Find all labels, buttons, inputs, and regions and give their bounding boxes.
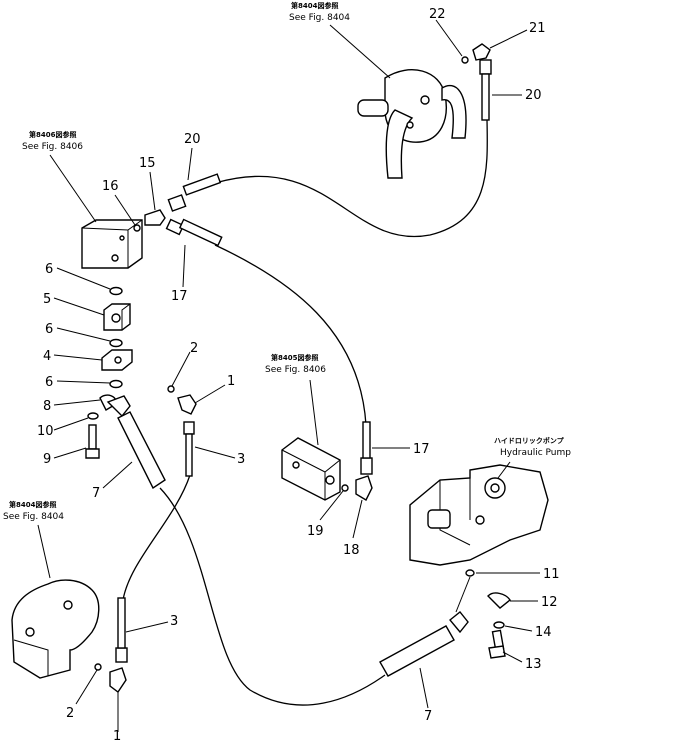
part-number-4: 4 [43, 349, 51, 364]
ref-pump-jp: ハイドロリックポンプ [494, 436, 565, 445]
part-number-12: 12 [541, 595, 558, 610]
ref-left-block-jp: 第8406図参照 [29, 130, 76, 139]
part-number-13: 13 [525, 657, 542, 672]
part-number-6-c: 6 [45, 375, 53, 390]
flange-elbow-7-bottom [379, 611, 469, 677]
part-number-2-bottom: 2 [66, 706, 74, 721]
hose-end-20-left [167, 173, 222, 212]
elbow-1-top [177, 394, 197, 415]
part-number-17-center: 17 [413, 442, 430, 457]
hose-line-20 [214, 119, 488, 238]
part-number-1-bottom: 1 [113, 729, 121, 740]
ref-top-jp: 第8404図参照 [291, 1, 338, 10]
hydraulic-pump [409, 464, 549, 566]
ref-top-en: See Fig. 8404 [289, 13, 350, 23]
part-number-labels: 22 21 20 20 15 16 17 6 5 6 4 6 8 10 9 7 … [37, 7, 560, 740]
part-number-16: 16 [102, 179, 119, 194]
part-number-20-top: 20 [525, 88, 542, 103]
bolt-9 [85, 424, 100, 459]
o-ring-22 [461, 56, 469, 64]
part-number-22: 22 [429, 7, 446, 22]
elbow-18 [355, 475, 373, 501]
part-number-7-bottom: 7 [424, 709, 432, 724]
part-number-11: 11 [543, 567, 560, 582]
fitting-21 [472, 43, 491, 61]
part-number-10: 10 [37, 424, 54, 439]
ref-center-block-en: See Fig. 8406 [265, 365, 326, 375]
elbow-1-bottom [109, 667, 127, 694]
hose-end-3-top [183, 421, 195, 477]
hose-line-17 [214, 244, 367, 426]
hose-end-17-left [165, 218, 223, 247]
pump-housing-top [357, 69, 467, 179]
o-ring-6-b [109, 338, 123, 348]
hose-line-3 [122, 474, 191, 601]
flange-elbow-7-left [106, 395, 166, 490]
ref-left-block-en: See Fig. 8406 [22, 142, 83, 152]
o-ring-19 [341, 484, 349, 492]
ref-center-block-jp: 第8405図参照 [271, 353, 318, 362]
clamp-12 [487, 592, 511, 609]
part-number-7-left: 7 [92, 486, 100, 501]
part-number-18: 18 [343, 543, 360, 558]
part-number-9: 9 [43, 452, 51, 467]
ref-bottom-left-en: See Fig. 8404 [3, 512, 64, 522]
part-number-2-top: 2 [190, 341, 198, 356]
hose-end-20-top [479, 59, 492, 121]
part-number-1-top: 1 [227, 374, 235, 389]
part-number-14: 14 [535, 625, 552, 640]
control-valve-bottom-left [11, 579, 100, 679]
hose-end-17-center [360, 421, 373, 475]
bolt-13 [488, 629, 506, 659]
part-number-19: 19 [307, 524, 324, 539]
leader-lines [37, 19, 540, 732]
ref-pump-en: Hydraulic Pump [500, 448, 571, 458]
valve-block-left [81, 219, 143, 269]
adapter-5 [103, 303, 131, 331]
o-ring-16 [133, 224, 141, 232]
part-number-20-left: 20 [184, 132, 201, 147]
part-number-8: 8 [43, 399, 51, 414]
part-number-6-b: 6 [45, 322, 53, 337]
tee-fitting-15 [144, 209, 166, 226]
part-number-17-left: 17 [171, 289, 188, 304]
part-number-3-top: 3 [237, 452, 245, 467]
washer-14 [493, 621, 505, 629]
plate-4 [101, 349, 133, 371]
o-ring-6-a [109, 286, 123, 296]
o-ring-2-top [167, 385, 175, 393]
washer-10 [87, 412, 99, 420]
part-number-21: 21 [529, 21, 546, 36]
part-number-5: 5 [43, 292, 51, 307]
o-ring-6-c [109, 379, 123, 389]
ref-bottom-left-jp: 第8404図参照 [9, 500, 56, 509]
part-number-6-a: 6 [45, 262, 53, 277]
hose-line-7 [159, 487, 386, 706]
part-number-15: 15 [139, 156, 156, 171]
valve-block-center [281, 437, 341, 501]
o-ring-11 [465, 569, 475, 577]
o-ring-2-bottom [94, 663, 102, 671]
part-number-3-bottom: 3 [170, 614, 178, 629]
hose-end-3-bottom [115, 597, 128, 663]
